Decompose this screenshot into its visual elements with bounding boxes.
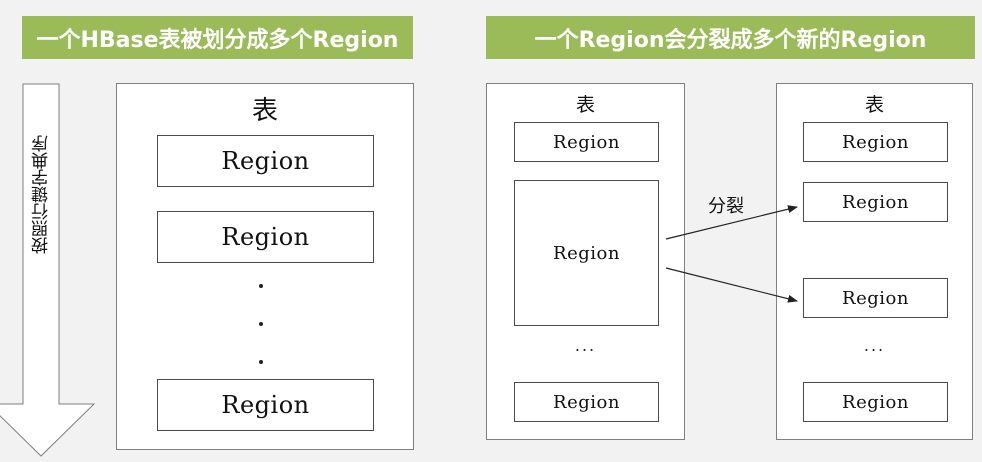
table-after-split: 表 Region Region Region ... Region	[776, 83, 973, 440]
split-arrow-lower	[665, 267, 798, 303]
right-banner-title: 一个Region会分裂成多个新的Region	[486, 16, 975, 59]
table-before-split: 表 Region Region ... Region	[486, 83, 685, 440]
ellipsis: ...	[574, 336, 597, 355]
region-box: Region	[803, 122, 948, 162]
table-title: 表	[251, 96, 278, 126]
left-banner-title: 一个HBase表被划分成多个Region	[22, 16, 413, 59]
split-label: 分裂	[708, 196, 744, 217]
region-box-splitting: Region	[514, 180, 659, 326]
region-box: Region	[157, 135, 374, 187]
region-box: Region	[157, 379, 374, 431]
table-title: 表	[575, 94, 595, 116]
table-title: 表	[864, 94, 884, 116]
hbase-table-left: 表 Region Region Region	[116, 83, 414, 450]
new-region-box: Region	[803, 278, 948, 318]
ellipsis-dot	[259, 322, 263, 326]
region-box: Region	[803, 382, 948, 422]
region-box: Region	[514, 382, 659, 422]
region-box: Region	[514, 122, 659, 162]
ellipsis: ...	[863, 336, 886, 355]
region-box: Region	[157, 211, 374, 263]
ellipsis-dot	[259, 284, 263, 288]
split-arrow-upper	[665, 205, 798, 240]
new-region-box: Region	[803, 182, 948, 222]
ellipsis-dot	[259, 360, 263, 364]
